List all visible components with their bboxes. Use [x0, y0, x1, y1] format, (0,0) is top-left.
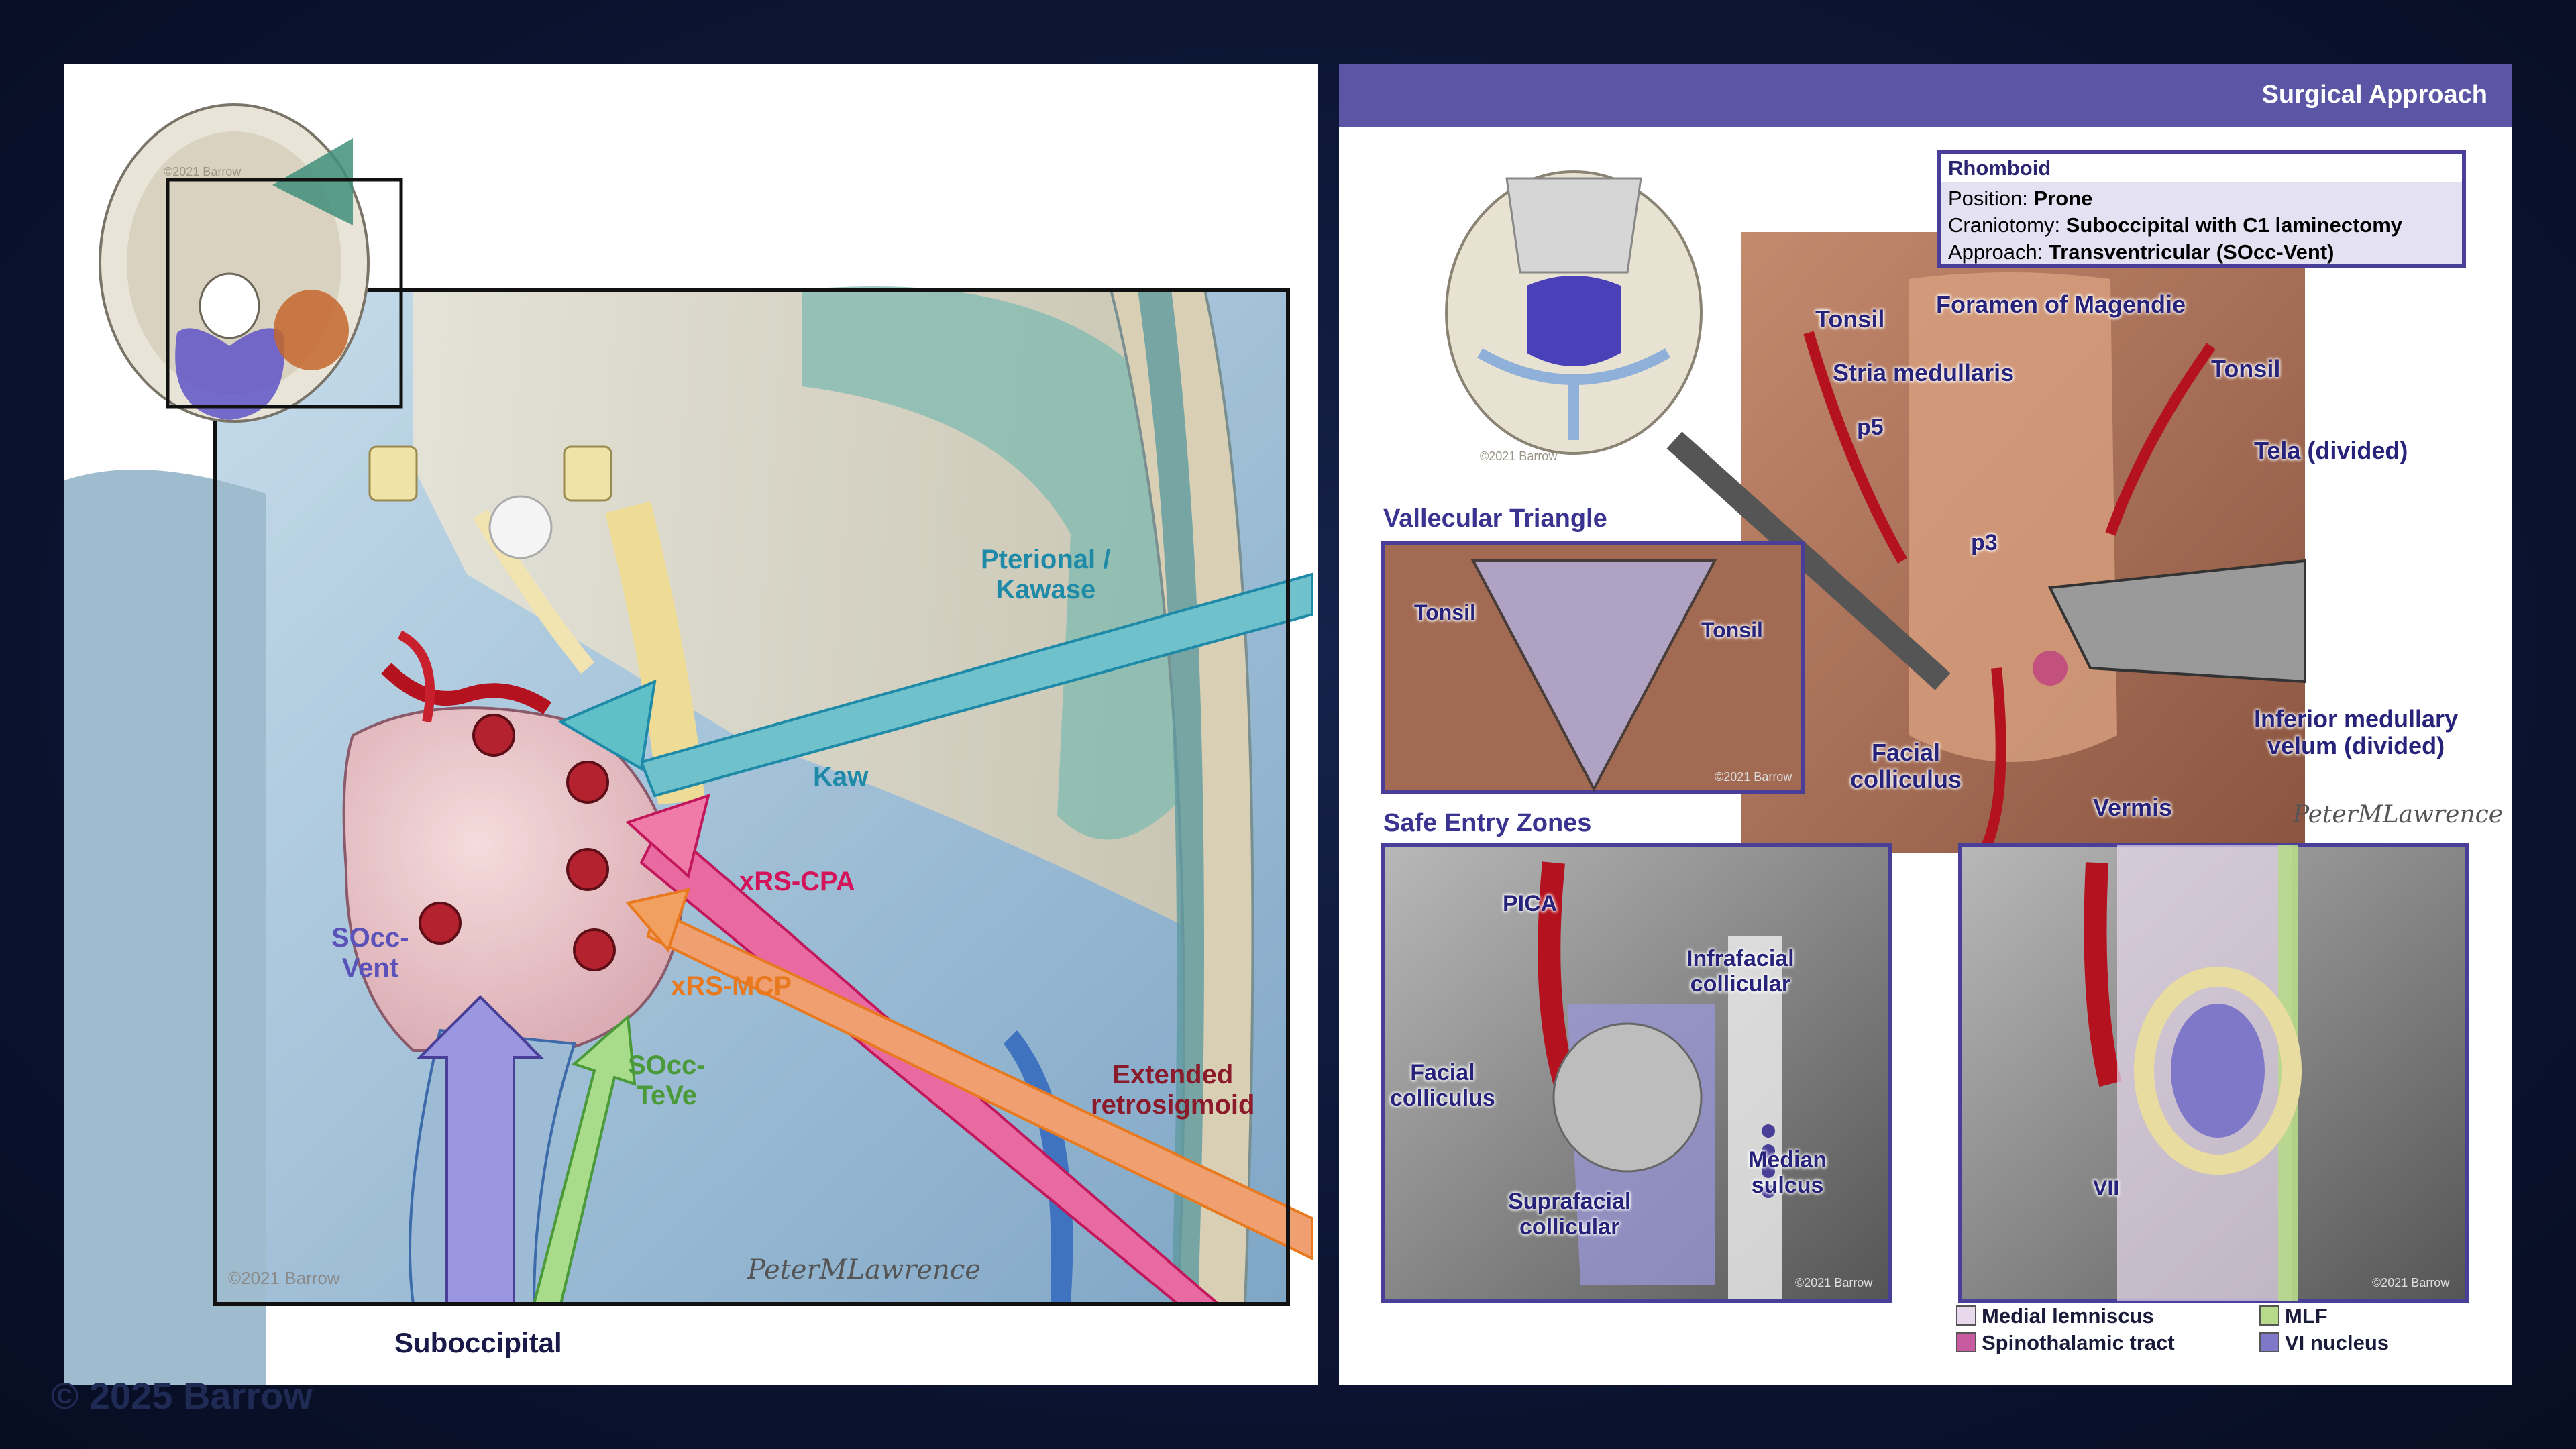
retractor — [2047, 559, 2306, 684]
legend-medial-lemniscus: Medial lemniscus — [1956, 1304, 2154, 1328]
legend-spinothalamic: Spinothalamic tract — [1956, 1331, 2175, 1355]
label-p3: p3 — [1971, 530, 1998, 555]
legend-label-0: Medial lemniscus — [1982, 1304, 2154, 1328]
label-tonsil-left: Tonsil — [1815, 305, 1885, 333]
label-vallecular-tonsil-right: Tonsil — [1701, 618, 1763, 642]
vii-nerve-loop — [2134, 967, 2302, 1175]
legend-mlf: MLF — [2259, 1304, 2328, 1328]
label-inferior-medullary-velum: Inferior medullary velum (divided) — [2254, 705, 2459, 760]
nuclei-group — [419, 714, 616, 971]
suboccipital-region — [175, 328, 284, 420]
label-socc-vent: SOcc- Vent — [331, 923, 409, 983]
nerve-stump-right — [563, 445, 612, 502]
craniotomy-label: Craniotomy: — [1948, 213, 2061, 237]
vi-nucleus — [2171, 1004, 2265, 1138]
label-xrs-cpa: xRS-CPA — [739, 867, 855, 896]
label-pica: PICA — [1503, 891, 1558, 916]
swatch-vi-nucleus — [2259, 1332, 2279, 1352]
label-xrs-mcp: xRS-MCP — [671, 971, 792, 1001]
vallecular-triangle — [1470, 559, 1717, 792]
inset-frame — [166, 178, 403, 409]
legend-label-2: MLF — [2285, 1304, 2328, 1328]
facial-colliculus-shape — [1552, 1022, 1703, 1173]
label-vii: VII — [2093, 1176, 2120, 1200]
label-suboccipital: Suboccipital — [394, 1327, 562, 1358]
suction-instrument — [1666, 431, 1951, 690]
right-surgical-panel: Surgical Approach — [1339, 64, 2512, 1385]
label-tela: Tela (divided) — [2254, 437, 2408, 464]
nerve-stump-left — [368, 445, 418, 502]
skull-watermark-left: ©2021 Barrow — [164, 165, 241, 178]
label-vallecular-tonsil-left: Tonsil — [1414, 600, 1476, 625]
artist-signature-right: PeterMLawrence — [2293, 801, 2504, 828]
info-title: Rhomboid — [1941, 154, 2462, 182]
fourth-ventricle-floor — [1909, 272, 2117, 762]
artist-signature-left: PeterMLawrence — [747, 1254, 981, 1285]
cerebellum-left — [64, 470, 266, 1385]
safe-entry-title: Safe Entry Zones — [1383, 809, 1592, 837]
label-p5: p5 — [1857, 415, 1884, 440]
legend-label-1: Spinothalamic tract — [1982, 1331, 2175, 1354]
approach-value: Transventricular (SOcc-Vent) — [2048, 240, 2334, 264]
artery — [381, 663, 552, 715]
pituitary — [488, 495, 553, 559]
approach-info-box: Rhomboid Position: Prone Craniotomy: Sub… — [1937, 150, 2466, 268]
copyright-left: ©2021 Barrow — [228, 1268, 340, 1288]
dura-strip — [1138, 290, 1204, 1304]
vallecular-title: Vallecular Triangle — [1383, 504, 1607, 533]
approach-illustration — [64, 103, 1313, 1385]
xrs-mcp-arrowhead — [625, 888, 691, 953]
header-title: Surgical Approach — [2261, 80, 2487, 109]
label-pterional-kawase: Pterional / Kawase — [981, 545, 1111, 604]
pterional-region — [272, 138, 353, 225]
surgical-illustration — [1381, 170, 2469, 1303]
surgical-approach-header: Surgical Approach — [1339, 64, 2512, 127]
dural-fold — [802, 286, 1178, 840]
skull-watermark-right: ©2021 Barrow — [1480, 449, 1558, 463]
kawase-arrowhead — [557, 679, 657, 771]
label-socc-teve: SOcc- TeVe — [628, 1051, 706, 1110]
swatch-medial-lemniscus — [1956, 1305, 1976, 1326]
legend-label-3: VI nucleus — [2285, 1331, 2390, 1354]
copyright-vallecular: ©2021 Barrow — [1715, 770, 1792, 784]
retrosigmoid-region — [274, 290, 349, 370]
label-tonsil-right: Tonsil — [2211, 355, 2281, 382]
xrs-cpa-arrowhead — [625, 793, 710, 879]
swatch-spinothalamic — [1956, 1332, 1976, 1352]
label-extended-retrosigmoid: Extended retrosigmoid — [1091, 1060, 1255, 1120]
left-illustration-panel: Pterional / Kawase Kaw xRS-CPA xRS-MCP S… — [64, 64, 1318, 1385]
sinus — [1477, 348, 1670, 440]
pterional-arrow — [639, 572, 1313, 798]
legend-vi-nucleus: VI nucleus — [2259, 1331, 2389, 1355]
foramen-magnum — [199, 272, 260, 339]
cervical-spine — [1505, 177, 1642, 274]
label-median-sulcus: Median sulcus — [1748, 1147, 1827, 1199]
artery-branch — [397, 630, 435, 723]
socc-vent-arrow — [417, 995, 544, 1305]
approach-label: Approach: — [1948, 240, 2043, 264]
label-kaw: Kaw — [813, 762, 869, 792]
swatch-mlf — [2259, 1305, 2279, 1326]
lesion — [2033, 651, 2068, 686]
label-vermis: Vermis — [2093, 794, 2173, 821]
main-frame — [213, 288, 1290, 1306]
label-infrafacial: Infrafacial collicular — [1686, 946, 1794, 998]
craniotomy-value: Suboccipital with C1 laminectomy — [2065, 213, 2403, 237]
position-label: Position: — [1948, 186, 2028, 210]
copyright-safe-b: ©2021 Barrow — [2372, 1276, 2450, 1289]
arteries — [1803, 331, 2216, 856]
socc-teve-arrow — [532, 1014, 637, 1305]
label-facial-colliculus-zone: Facial colliculus — [1390, 1060, 1495, 1112]
label-stria-medullaris: Stria medullaris — [1833, 359, 2015, 386]
artery-b — [2084, 862, 2122, 1087]
median-sulcus-dots — [1762, 1124, 1775, 1198]
page-watermark: © 2025 Barrow — [51, 1375, 313, 1417]
label-foramen-magendie: Foramen of Magendie — [1936, 290, 2186, 318]
position-value: Prone — [2033, 186, 2093, 210]
label-suprafacial: Suprafacial collicular — [1508, 1189, 1631, 1240]
vein — [1004, 1030, 1073, 1304]
craniotomy-region — [1527, 276, 1621, 366]
copyright-safe-a: ©2021 Barrow — [1795, 1276, 1873, 1289]
label-facial-colliculus-main: Facial colliculus — [1850, 739, 1962, 794]
